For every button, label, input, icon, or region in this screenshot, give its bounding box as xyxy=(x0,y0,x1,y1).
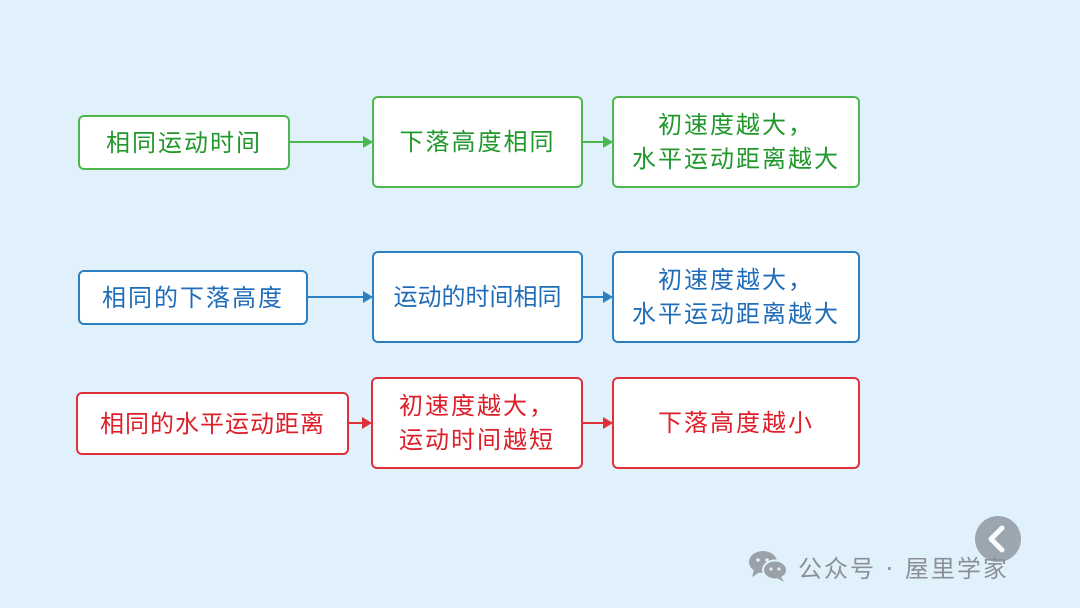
wechat-icon xyxy=(749,551,788,582)
box-row1-result: 初速度越大， 水平运动距离越大 xyxy=(612,96,860,188)
box-row3-condition: 相同的水平运动距离 xyxy=(76,392,349,455)
box-row1-condition: 相同运动时间 xyxy=(78,115,290,170)
box-row2-condition: 相同的下落高度 xyxy=(78,270,308,325)
box-row2-result: 初速度越大， 水平运动距离越大 xyxy=(612,251,860,343)
box-text-line: 下落高度相同 xyxy=(399,128,556,156)
box-text-line: 水平运动距离越大 xyxy=(632,300,840,328)
arrow-row3-2 xyxy=(583,417,613,429)
watermark: 公众号 · 屋里学家 xyxy=(748,546,1009,586)
box-text-line: 初速度越大， xyxy=(658,111,814,139)
arrow-row2-2 xyxy=(583,291,613,303)
box-text-line: 水平运动距离越大 xyxy=(632,145,840,173)
arrow-row2-1 xyxy=(308,291,373,303)
arrow-row1-1 xyxy=(290,136,373,148)
watermark-text: 公众号 · 屋里学家 xyxy=(798,554,1009,583)
box-text-line: 相同的下落高度 xyxy=(102,283,284,312)
box-row2-middle: 运动的时间相同 xyxy=(372,251,583,343)
box-text-line: 相同的水平运动距离 xyxy=(100,409,325,438)
box-row1-middle: 下落高度相同 xyxy=(372,96,583,188)
box-row3-middle: 初速度越大， 运动时间越短 xyxy=(371,377,583,469)
box-text-line: 相同运动时间 xyxy=(106,128,262,157)
box-text-line: 运动时间越短 xyxy=(399,426,555,454)
box-text-line: 初速度越大， xyxy=(658,266,814,294)
chevron-left-icon[interactable] xyxy=(975,516,1021,562)
arrow-row1-2 xyxy=(583,136,613,148)
box-text-line: 初速度越大， xyxy=(399,392,555,420)
arrow-row3-1 xyxy=(349,417,372,429)
box-text-line: 下落高度越小 xyxy=(658,409,814,437)
box-text-line: 运动的时间相同 xyxy=(393,283,562,311)
box-row3-result: 下落高度越小 xyxy=(612,377,860,469)
